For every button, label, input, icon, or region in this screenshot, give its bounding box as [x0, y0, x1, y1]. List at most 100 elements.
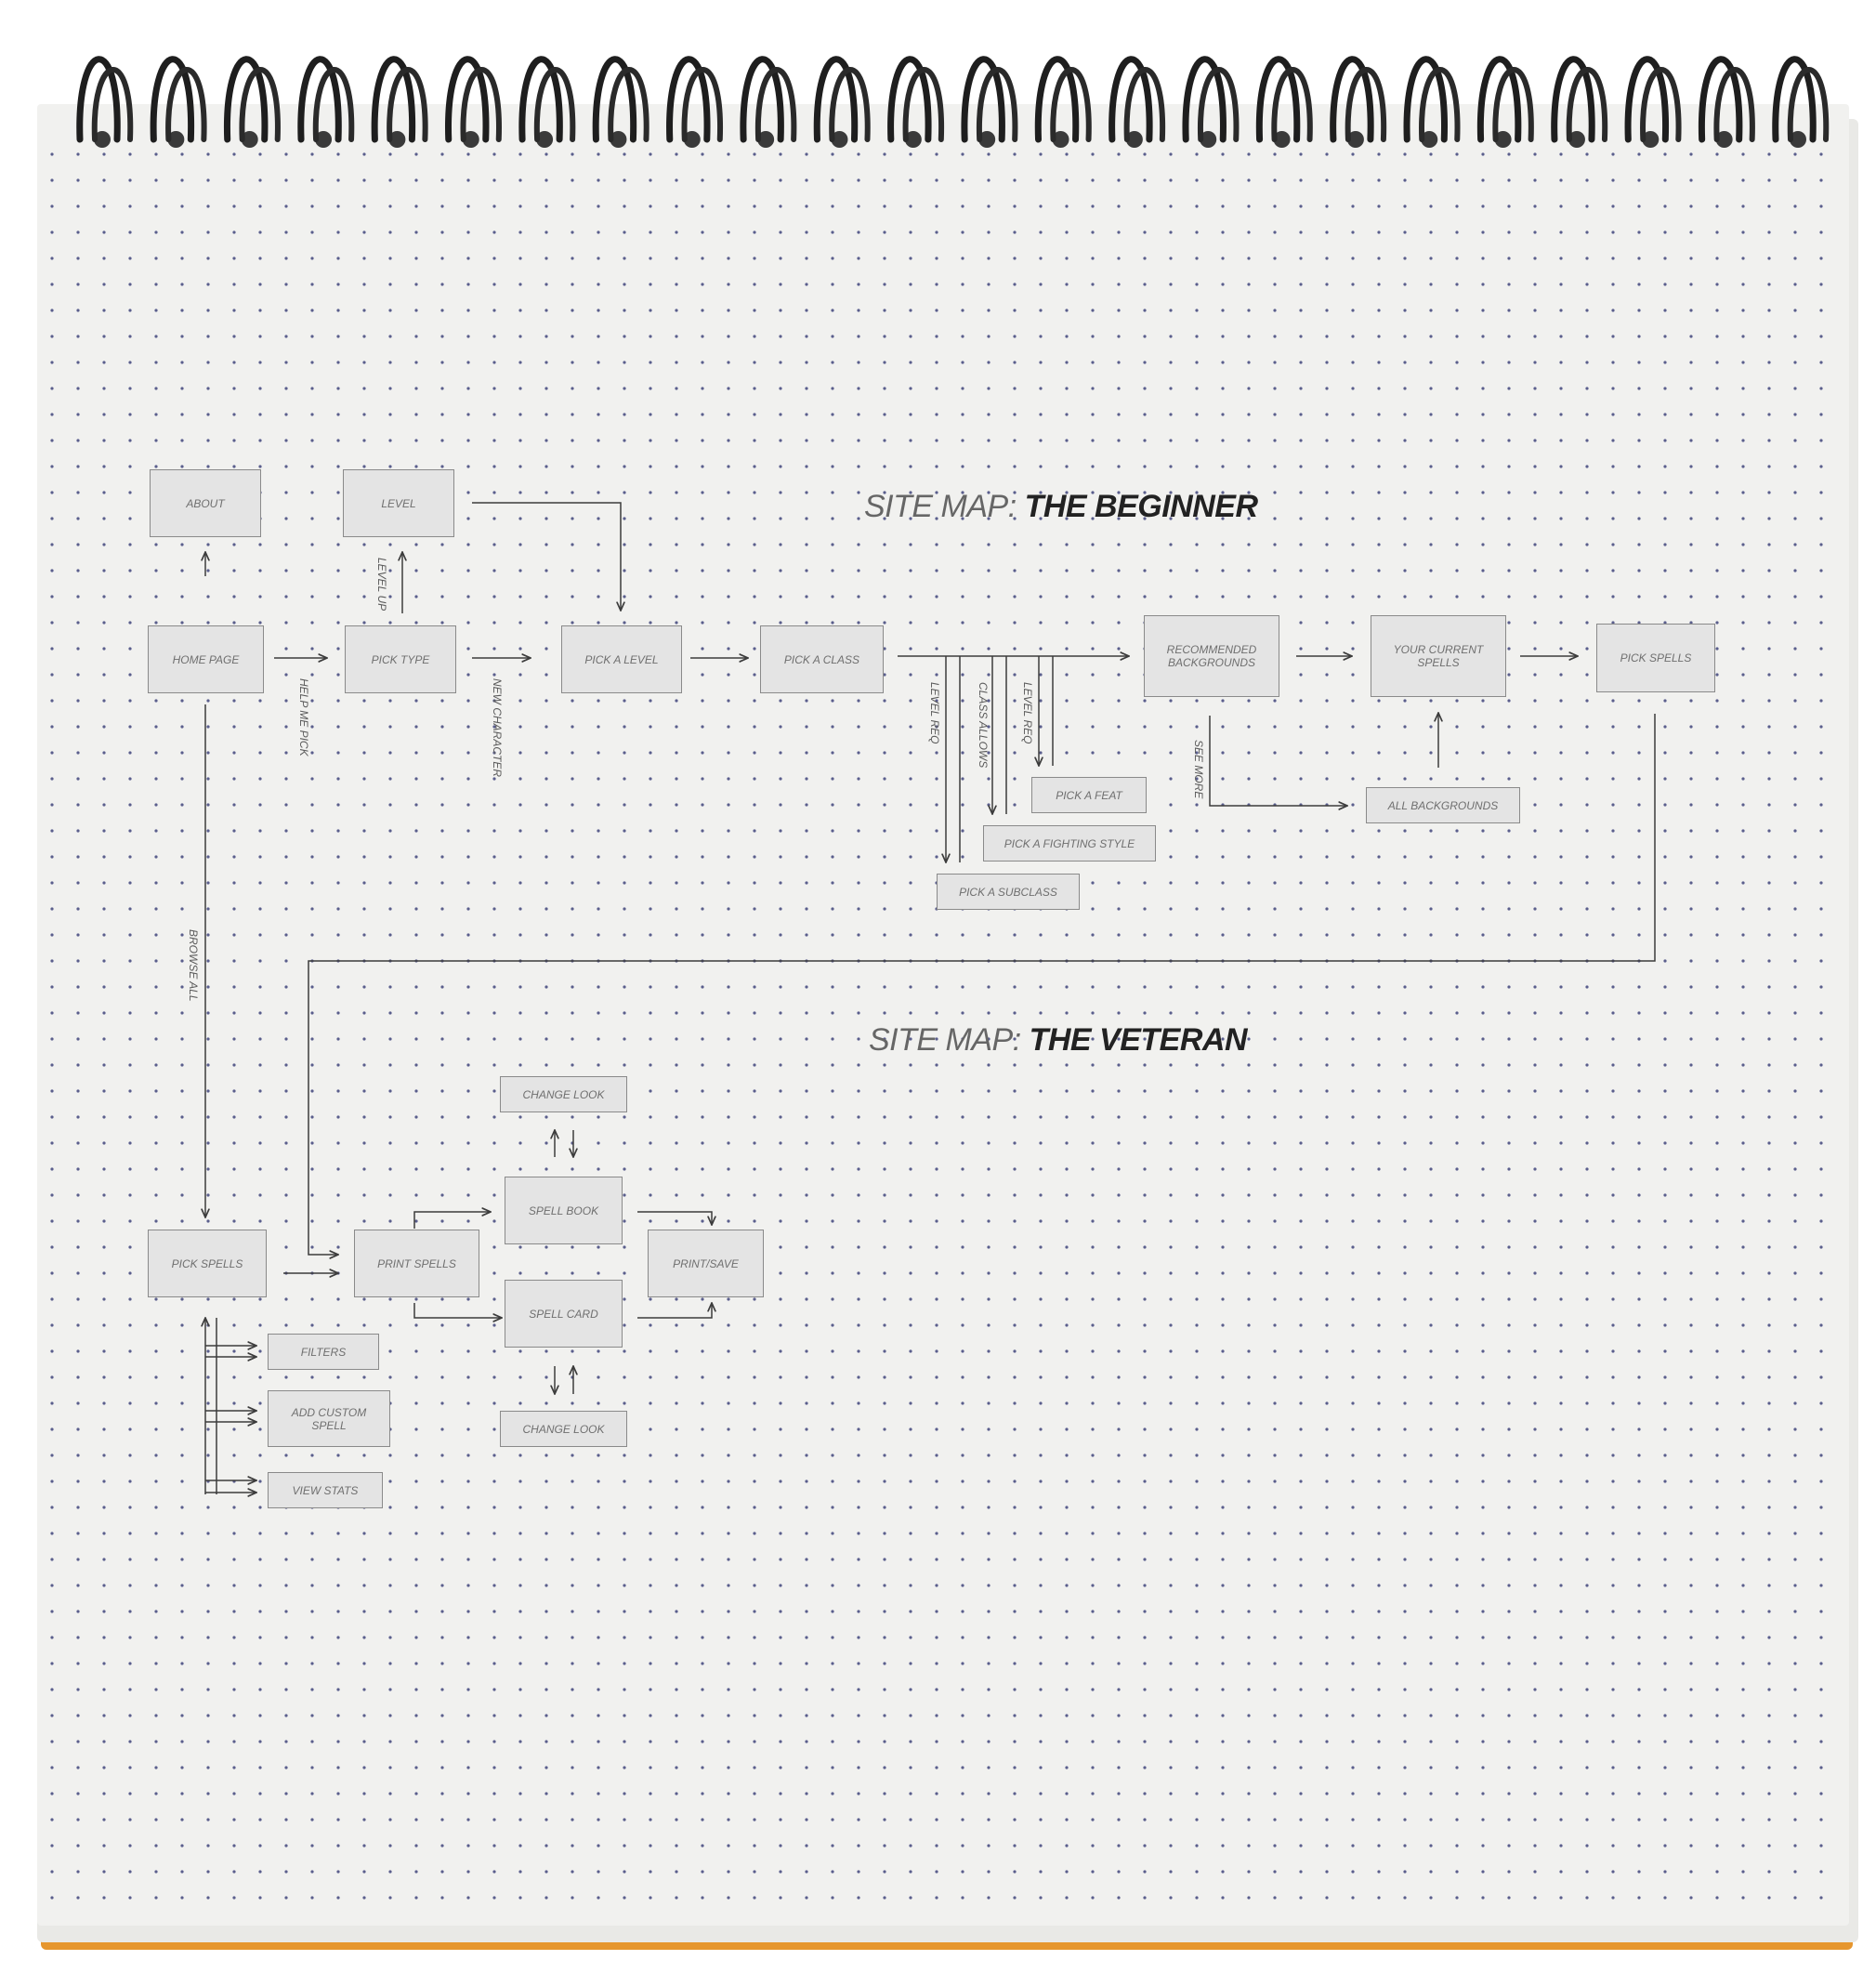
box-print-save: PRINT/SAVE: [648, 1230, 764, 1297]
box-level: LEVEL: [343, 469, 454, 537]
binding-coil: [813, 56, 859, 143]
binding-coil: [518, 56, 563, 143]
binding-coil: [976, 67, 1018, 142]
edge-recommended-allbackgrounds: [1209, 716, 1347, 806]
binding-coil: [1698, 56, 1743, 143]
binding-coil: [1182, 56, 1227, 143]
binding-hole: [1642, 131, 1660, 148]
box-print-spells: PRINT SPELLS: [354, 1230, 479, 1297]
binding-coil: [1255, 56, 1301, 143]
box-all-backgrounds: ALL BACKGROUNDS: [1366, 787, 1520, 823]
binding-coil: [1271, 67, 1313, 142]
edge-printspells-spellcard: [413, 1303, 502, 1318]
binding-coil: [150, 56, 195, 143]
box-pick-spells-veteran: PICK SPELLS: [148, 1230, 267, 1297]
binding-coil: [1330, 56, 1374, 143]
binding-coil: [829, 67, 871, 142]
binding-hole: [904, 131, 922, 148]
binding-coil: [312, 67, 355, 142]
binding-coil: [387, 67, 428, 142]
binding-hole: [1125, 131, 1143, 148]
binding-hole: [1421, 131, 1438, 148]
edge-spellbook-printsave: [637, 1211, 712, 1225]
binding-coil: [887, 56, 932, 143]
binding-hole: [1200, 131, 1217, 148]
binding-coil: [76, 56, 121, 143]
box-spell-card: SPELL CARD: [505, 1280, 623, 1348]
box-pick-a-feat: PICK A FEAT: [1031, 777, 1147, 813]
box-view-stats: VIEW STATS: [268, 1472, 383, 1508]
binding-coil: [445, 56, 490, 143]
binding-coil: [224, 56, 269, 143]
binding-coil: [1109, 56, 1153, 143]
box-change-look-top: CHANGE LOOK: [500, 1076, 627, 1112]
box-spell-book: SPELL BOOK: [505, 1177, 623, 1244]
box-about: ABOUT: [150, 469, 261, 537]
binding-coil: [754, 67, 797, 142]
binding-hole: [462, 131, 479, 148]
box-your-current-spells: YOUR CURRENT SPELLS: [1371, 615, 1506, 697]
binding-hole: [831, 131, 848, 148]
binding-coil: [1123, 67, 1166, 142]
box-home-page: HOME PAGE: [148, 625, 264, 693]
box-add-custom-spell: ADD CUSTOM SPELL: [268, 1390, 390, 1447]
box-pick-spells-beginner: PICK SPELLS: [1596, 624, 1715, 692]
binding-hole: [757, 131, 775, 148]
label-level-up: LEVEL UP: [375, 558, 388, 612]
binding-coil: [1345, 67, 1387, 142]
binding-hole: [1052, 131, 1069, 148]
box-recommended-backgrounds: RECOMMENDED BACKGROUNDS: [1144, 615, 1279, 697]
binding-coil: [1640, 67, 1682, 142]
binding-hole: [1494, 131, 1512, 148]
binding-coil: [91, 67, 134, 142]
binding-hole: [536, 131, 554, 148]
binding-hole: [241, 131, 258, 148]
binding-coil: [371, 56, 416, 143]
edge-pickspells-printspells: [308, 714, 1656, 1255]
binding-coil: [1050, 67, 1092, 142]
edge-spellcard-printsave: [637, 1303, 712, 1319]
veteran-title: SITE MAP: THE VETERAN: [869, 1022, 1248, 1059]
beginner-title-light: SITE MAP:: [864, 489, 1017, 524]
beginner-title-bold: THE BEGINNER: [1024, 489, 1258, 524]
label-new-character: NEW CHARACTER: [491, 678, 504, 778]
binding-coil: [297, 56, 342, 143]
binding-hole: [1790, 131, 1806, 148]
box-filters: FILTERS: [268, 1334, 379, 1370]
binding-coil: [740, 56, 784, 143]
binding-coil: [592, 56, 637, 143]
binding-hole: [610, 131, 627, 148]
veteran-title-light: SITE MAP:: [869, 1022, 1021, 1058]
box-pick-type: PICK TYPE: [345, 625, 456, 693]
binding-coil: [533, 67, 576, 142]
binding-hole: [1273, 131, 1291, 148]
dot-grid: [41, 139, 1843, 1919]
binding-coil: [1624, 56, 1669, 143]
binding-coil: [239, 67, 281, 142]
edge-printspells-spellbook: [413, 1212, 491, 1229]
binding-hole: [683, 131, 701, 148]
binding-hole: [388, 131, 406, 148]
binding-coil: [165, 67, 207, 142]
binding-coil: [666, 56, 711, 143]
binding-hole: [94, 131, 111, 148]
label-level-req-1: LEVEL REQ: [928, 682, 941, 744]
box-pick-a-level: PICK A LEVEL: [561, 625, 682, 693]
binding-coil: [961, 56, 1005, 143]
binding-coil: [681, 67, 723, 142]
label-browse-all: BROWSE ALL: [187, 929, 200, 1002]
label-level-req-2: LEVEL REQ: [1021, 682, 1034, 744]
binding-coil: [1034, 56, 1080, 143]
binding-coil: [1403, 56, 1448, 143]
binding-hole: [978, 131, 996, 148]
box-pick-a-subclass: PICK A SUBCLASS: [937, 874, 1080, 910]
binding-hole: [1568, 131, 1585, 148]
box-pick-a-fighting-style: PICK A FIGHTING STYLE: [983, 825, 1156, 862]
binding-hole: [167, 131, 185, 148]
label-help-me-pick: HELP ME PICK: [297, 678, 310, 756]
binding-coil: [1787, 67, 1830, 142]
binding-hole: [1715, 131, 1733, 148]
